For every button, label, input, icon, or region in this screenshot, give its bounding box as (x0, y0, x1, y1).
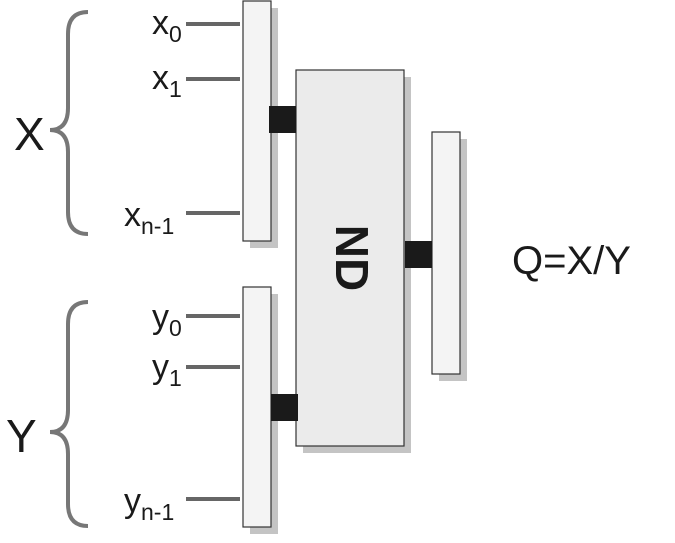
y0-label: y0 (152, 298, 182, 341)
x-bus-bar (242, 0, 272, 242)
divider-block (295, 69, 405, 447)
divider-label: ND (326, 225, 378, 291)
x-bus-connector (269, 106, 296, 133)
x-group-label: X (14, 108, 45, 160)
yn-1-label: yn-1 (124, 482, 174, 525)
x-group-brace (49, 10, 89, 236)
y-bus-bar (242, 286, 272, 528)
xn-1-label: xn-1 (124, 196, 174, 239)
output-connector (405, 241, 432, 268)
x0-label: x0 (152, 4, 182, 47)
y1-label: y1 (152, 348, 182, 391)
x1-label: x1 (152, 59, 182, 102)
output-bus-bar (431, 131, 461, 375)
output-label: Q=X/Y (512, 239, 631, 283)
y-bus-connector (271, 394, 298, 421)
y-group-label: Y (6, 410, 37, 462)
y-group-brace (49, 300, 89, 528)
